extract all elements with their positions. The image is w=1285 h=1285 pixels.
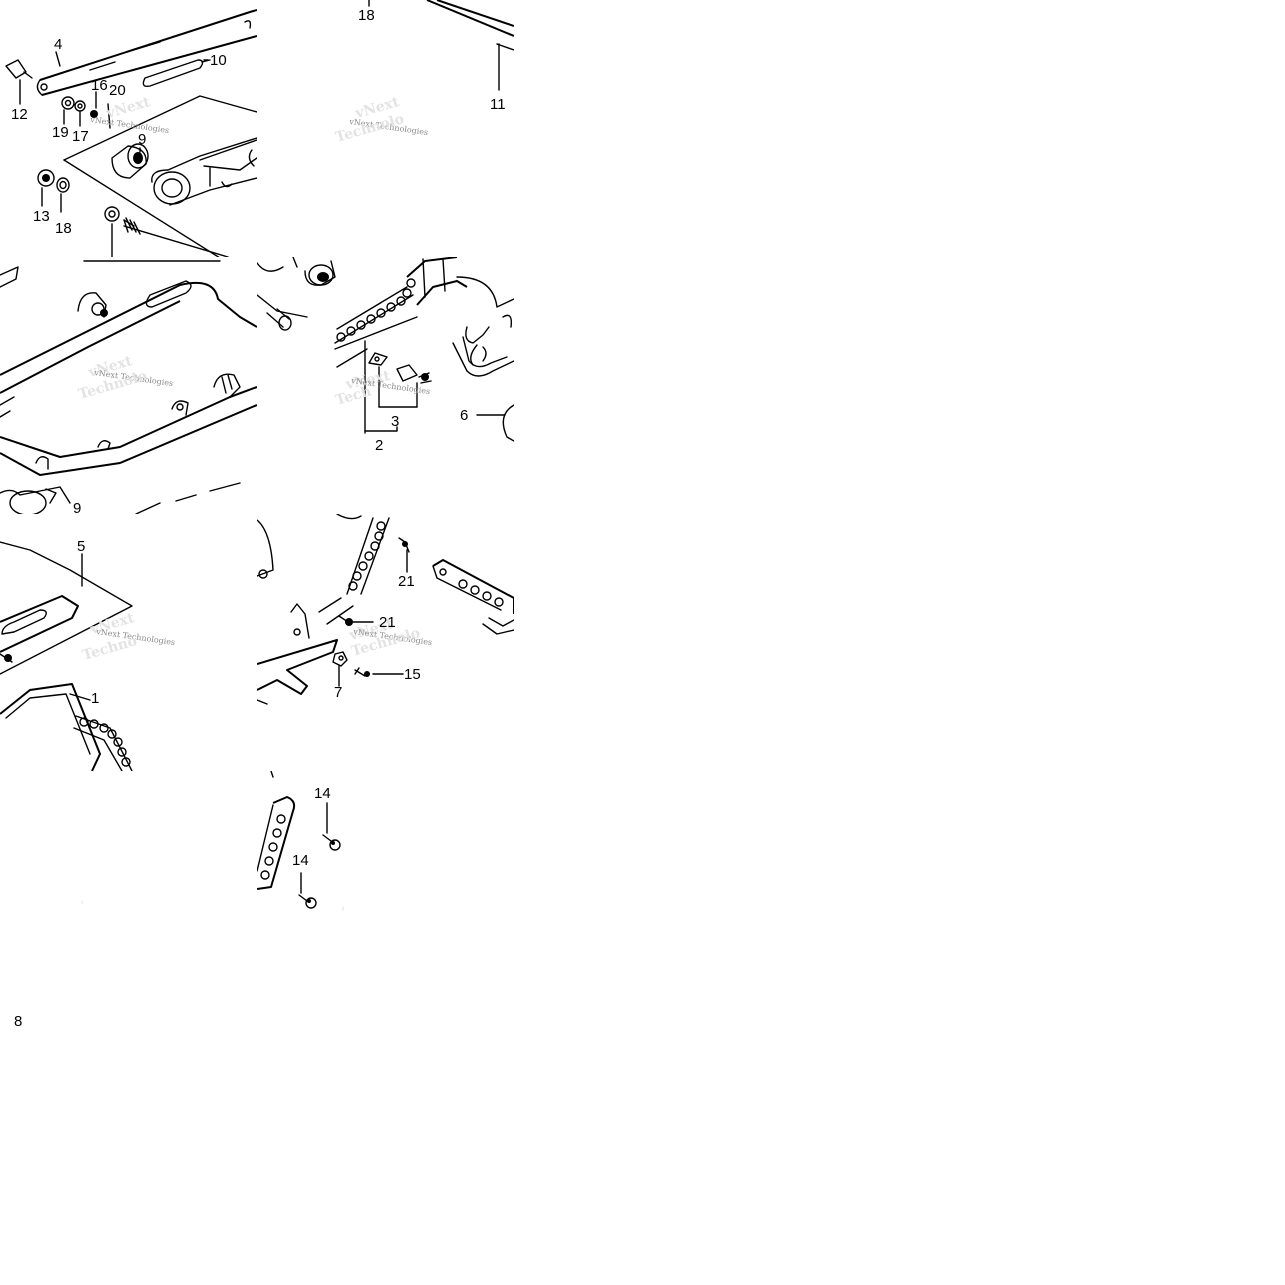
diagram-tile-blank-left: '	[0, 771, 257, 1028]
part-label-1: 1	[91, 690, 99, 707]
part-label-15: 15	[404, 666, 421, 683]
part-label-7: 7	[334, 684, 342, 701]
svg-text:': '	[80, 899, 84, 915]
part-label-16: 16	[91, 77, 108, 94]
chain-guide-drawing: vNext vNext Technologies Technolo 21 21 …	[257, 514, 514, 705]
part-label-8: 8	[14, 1013, 23, 1030]
part-label-2: 2	[375, 437, 383, 454]
part-label-18: 18	[55, 220, 72, 237]
drive-chain-lower	[73, 715, 133, 771]
diagram-tile-frame-top-right: vNext vNext Technologies Technolo 18 11	[257, 0, 514, 257]
drive-chain-side	[336, 514, 390, 595]
frame-top-right-drawing: vNext vNext Technologies Technolo 18 11	[334, 0, 514, 146]
part-label-5: 5	[77, 538, 85, 555]
part-label-20: 20	[109, 82, 126, 99]
part-label-13: 13	[33, 208, 50, 225]
part-label-11: 11	[490, 96, 506, 113]
slider-bolts-drawing: ' 14 14	[257, 771, 345, 921]
part-label-9: 9	[73, 500, 81, 514]
part-label-3: 3	[391, 413, 399, 430]
part-label-18: 18	[358, 7, 375, 24]
part-label-14: 14	[314, 785, 331, 802]
part-label-14-second: 14	[292, 852, 309, 869]
diagram-tile-slider-bolts: ' 14 14	[257, 771, 514, 1028]
part-label-21-second: 21	[379, 614, 396, 631]
part-label-12: 12	[11, 106, 28, 123]
svg-text:Tech: Tech	[334, 383, 373, 408]
swingarm-body-drawing: vNext vNext Technologies Technolo 9	[0, 260, 257, 514]
chain-joint-drawing: vNext vNext Technologies Tech 3 2 6	[257, 257, 514, 454]
part-label-9: 9	[138, 131, 146, 148]
part-label-17: 17	[72, 128, 89, 145]
part-label-10: 10	[210, 52, 227, 69]
svg-text:': '	[341, 905, 345, 921]
drive-chain-upper	[334, 278, 416, 344]
swingarm-top-drawing: vNext vNext Technologies 4 10 12 16 20 1…	[5, 9, 257, 257]
part-label-19: 19	[52, 124, 69, 141]
diagram-tile-chain-guide: vNext vNext Technologies Technolo 21 21 …	[257, 514, 514, 771]
chain-case-drawing: vNext vNext Technologies Techno 5 1	[0, 538, 176, 771]
watermark-text: vNext Technologies	[89, 115, 170, 135]
diagram-tile-swingarm-top: vNext vNext Technologies 4 10 12 16 20 1…	[0, 0, 257, 257]
part-label-4: 4	[54, 36, 62, 53]
diagram-tile-chain-joint: vNext vNext Technologies Tech 3 2 6	[257, 257, 514, 514]
diagram-tile-swingarm-body: vNext vNext Technologies Technolo 9	[0, 257, 257, 514]
diagram-tile-chain-case: vNext vNext Technologies Techno 5 1	[0, 514, 257, 771]
part-label-6: 6	[460, 407, 468, 424]
part-label-21: 21	[398, 573, 415, 590]
